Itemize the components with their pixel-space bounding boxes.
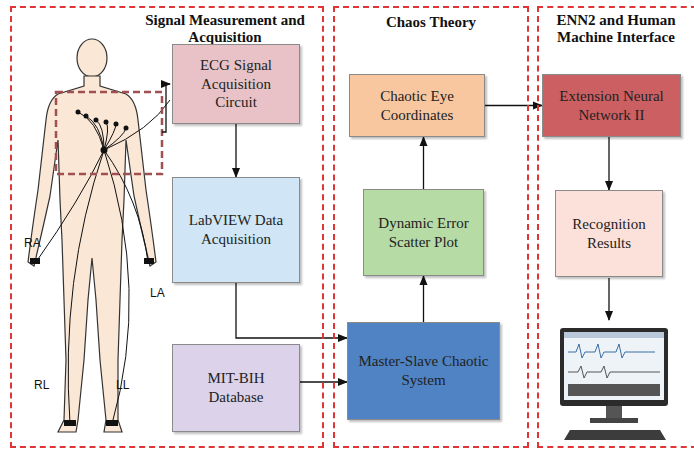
box-label: Dynamic Error Scatter Plot bbox=[370, 214, 477, 252]
electrodes bbox=[30, 110, 154, 427]
electrode-label: RL bbox=[34, 378, 49, 392]
panel-title: Signal Measurement and Acquisition bbox=[12, 8, 322, 47]
flow-arrow bbox=[236, 283, 347, 338]
process-box: Dynamic Error Scatter Plot bbox=[363, 189, 484, 276]
process-box: LabVIEW Data Acquisition bbox=[172, 177, 300, 283]
box-label: Extension Neural Network II bbox=[549, 87, 674, 125]
electrode-label: LL bbox=[116, 378, 129, 392]
process-box: Extension Neural Network II bbox=[542, 74, 681, 137]
section-panel: ENN2 and Human Machine InterfaceExtensio… bbox=[537, 6, 694, 448]
panel-title: ENN2 and Human Machine Interface bbox=[539, 8, 694, 47]
process-box: Chaotic Eye Coordinates bbox=[349, 74, 485, 137]
electrode-label: RA bbox=[24, 236, 41, 250]
human-figure bbox=[28, 39, 156, 432]
flow-arrow bbox=[423, 137, 424, 189]
section-panel: Chaos TheoryChaotic Eye CoordinatesDynam… bbox=[333, 6, 529, 448]
section-panel: Signal Measurement and AcquisitionECG Si… bbox=[10, 6, 324, 448]
flow-arrow bbox=[235, 124, 236, 177]
flow-arrow bbox=[608, 137, 609, 190]
process-box: ECG Signal Acquisition Circuit bbox=[172, 44, 300, 124]
leader-arrow bbox=[162, 84, 170, 132]
box-label: ECG Signal Acquisition Circuit bbox=[179, 56, 293, 112]
computer-monitor bbox=[560, 328, 668, 440]
box-label: Chaotic Eye Coordinates bbox=[356, 87, 478, 125]
box-label: MIT-BIH Database bbox=[179, 369, 293, 407]
flow-arrow bbox=[485, 105, 542, 106]
panel-title: Chaos Theory bbox=[335, 8, 527, 31]
process-box: Recognition Results bbox=[555, 190, 663, 277]
box-label: Master-Slave Chaotic System bbox=[354, 352, 493, 390]
output-arrow bbox=[608, 278, 609, 320]
box-label: Recognition Results bbox=[562, 215, 656, 253]
flow-arrow bbox=[423, 276, 424, 322]
chest-region-bracket bbox=[56, 92, 162, 174]
electrode-label: LA bbox=[150, 286, 165, 300]
box-label: LabVIEW Data Acquisition bbox=[179, 211, 293, 249]
process-box: MIT-BIH Database bbox=[172, 344, 300, 432]
process-box: Master-Slave Chaotic System bbox=[347, 322, 500, 420]
